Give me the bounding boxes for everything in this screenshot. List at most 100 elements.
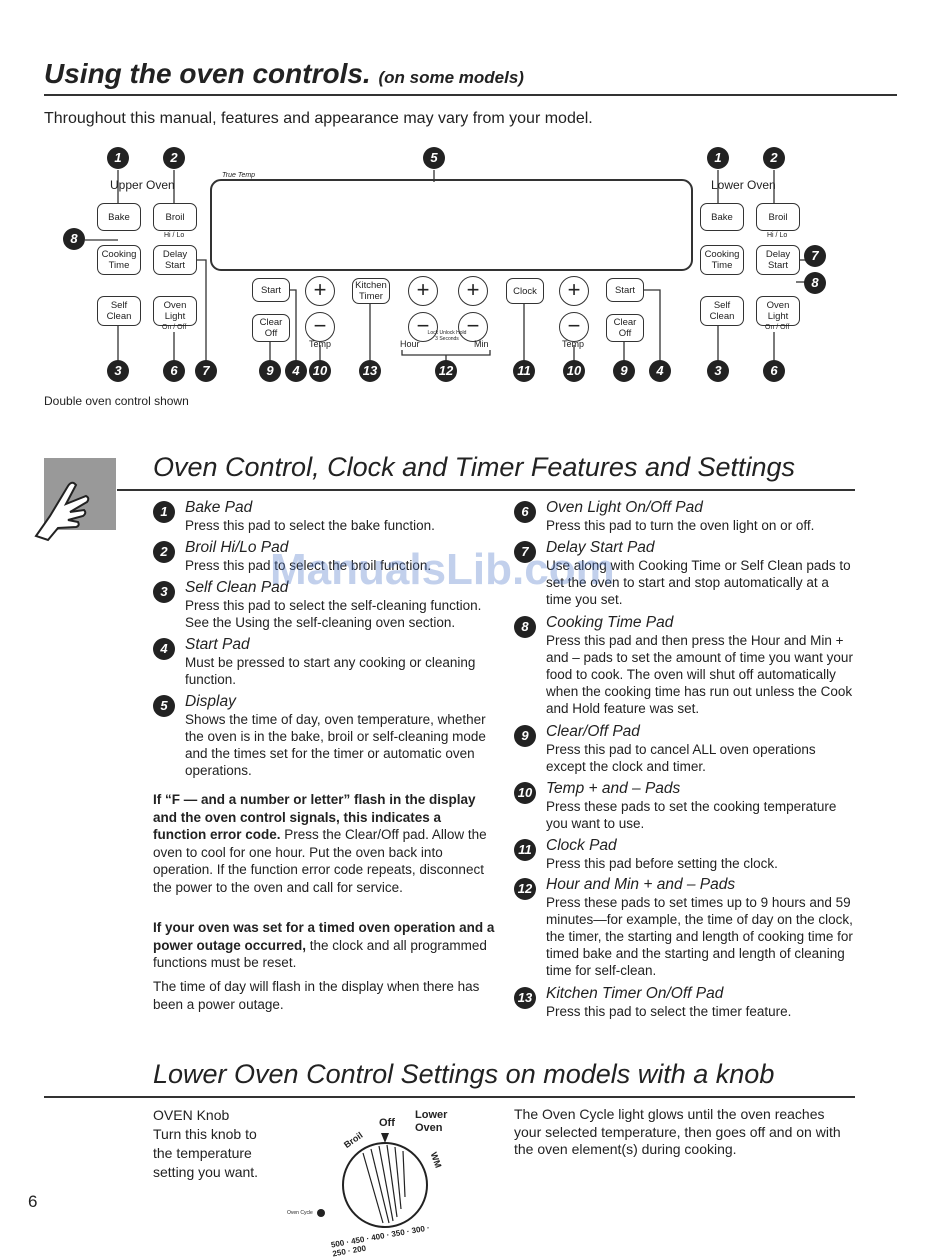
feature-number: 4 bbox=[153, 638, 175, 660]
true-temp-label: True Temp bbox=[222, 172, 256, 179]
bake-button[interactable]: Bake bbox=[97, 203, 141, 231]
feature-desc: Press this pad to turn the oven light on… bbox=[546, 518, 815, 533]
feature-number: 11 bbox=[514, 839, 536, 861]
lower-cooking-time-button[interactable]: Cooking Time bbox=[700, 245, 744, 275]
feature-title: Hour and Min + and – Pads bbox=[546, 876, 736, 893]
callout-4-lower: 4 bbox=[649, 360, 671, 382]
temp-plus-button[interactable]: + bbox=[305, 276, 335, 306]
hand-pointer-icon bbox=[34, 458, 116, 542]
hour-label: Hour bbox=[400, 339, 420, 349]
temp-minus-button[interactable]: − bbox=[305, 312, 335, 342]
min-plus-button[interactable]: + bbox=[458, 276, 488, 306]
feature-desc: Use along with Cooking Time or Self Clea… bbox=[546, 558, 851, 607]
feature-title: Clear/Off Pad bbox=[546, 723, 640, 740]
kitchen-timer-button[interactable]: Kitchen Timer bbox=[352, 278, 390, 304]
hour-plus-button[interactable]: + bbox=[408, 276, 438, 306]
knob-off-label: Off bbox=[379, 1117, 395, 1129]
page-title: Using the oven controls. (on some models… bbox=[44, 58, 524, 89]
title-note: (on some models) bbox=[378, 68, 524, 87]
feature-number: 3 bbox=[153, 581, 175, 603]
feature-desc: Press this pad to cancel ALL oven operat… bbox=[546, 742, 816, 774]
lower-temp-plus-button[interactable]: + bbox=[559, 276, 589, 306]
callout-4: 4 bbox=[285, 360, 307, 382]
lower-clear-off-button[interactable]: Clear Off bbox=[606, 314, 644, 342]
callout-3-lower: 3 bbox=[707, 360, 729, 382]
min-label: Min bbox=[474, 339, 489, 349]
oven-knob-desc: Turn this knob to the temperature settin… bbox=[153, 1126, 259, 1180]
section1-heading: Oven Control, Clock and Timer Features a… bbox=[153, 452, 796, 482]
callout-13: 13 bbox=[359, 360, 381, 382]
knob-lower-oven-label: Lower Oven bbox=[415, 1109, 448, 1134]
callout-6: 6 bbox=[163, 360, 185, 382]
feature-number: 2 bbox=[153, 541, 175, 563]
section2-rule bbox=[44, 1096, 855, 1098]
start-button[interactable]: Start bbox=[252, 278, 290, 302]
callout-11: 11 bbox=[513, 360, 535, 382]
hour-minus-button[interactable]: − bbox=[408, 312, 438, 342]
cooking-time-button[interactable]: Cooking Time bbox=[97, 245, 141, 275]
lower-broil-hilo-label: Hi / Lo bbox=[767, 232, 788, 239]
feature-desc: Must be pressed to start any cooking or … bbox=[185, 655, 476, 687]
feature-number: 8 bbox=[514, 616, 536, 638]
oven-cycle-label: Oven Cycle bbox=[287, 1210, 313, 1216]
feature-desc: Press these pads to set times up to 9 ho… bbox=[546, 895, 853, 978]
callout-2: 2 bbox=[163, 147, 185, 169]
self-clean-button[interactable]: Self Clean bbox=[97, 296, 141, 326]
callout-7-lower: 7 bbox=[804, 245, 826, 267]
feature-desc: Press this pad to select the timer featu… bbox=[546, 1004, 792, 1019]
callout-1-lower: 1 bbox=[707, 147, 729, 169]
page-number: 6 bbox=[28, 1192, 38, 1211]
callout-8: 8 bbox=[63, 228, 85, 250]
power-outage-paragraph: If your oven was set for a timed oven op… bbox=[153, 919, 498, 972]
feature-title: Kitchen Timer On/Off Pad bbox=[546, 985, 724, 1002]
clear-off-button[interactable]: Clear Off bbox=[252, 314, 290, 342]
oven-knob-title: OVEN Knob bbox=[153, 1107, 230, 1123]
feature-desc: Press this pad and then press the Hour a… bbox=[546, 633, 853, 716]
oven-knob-text: OVEN Knob Turn this knob to the temperat… bbox=[153, 1106, 273, 1182]
callout-9-lower: 9 bbox=[613, 360, 635, 382]
broil-button[interactable]: Broil bbox=[153, 203, 197, 231]
lock-unlock-label: Lock Unlock Hold 3 Seconds bbox=[427, 330, 467, 342]
oven-cycle-text: The Oven Cycle light glows until the ove… bbox=[514, 1106, 841, 1157]
feature-number: 9 bbox=[514, 725, 536, 747]
lower-bake-button[interactable]: Bake bbox=[700, 203, 744, 231]
feature-title: Delay Start Pad bbox=[546, 539, 655, 556]
broil-hilo-label: Hi / Lo bbox=[164, 232, 185, 239]
time-flash-paragraph: The time of day will flash in the displa… bbox=[153, 979, 480, 1012]
feature-desc: Press these pads to set the cooking temp… bbox=[546, 799, 837, 831]
lower-broil-button[interactable]: Broil bbox=[756, 203, 800, 231]
lower-oven-label: Lower Oven bbox=[711, 178, 776, 192]
lower-start-button[interactable]: Start bbox=[606, 278, 644, 302]
callout-6-lower: 6 bbox=[763, 360, 785, 382]
feature-title: Display bbox=[185, 693, 236, 710]
section2-heading: Lower Oven Control Settings on models wi… bbox=[153, 1059, 775, 1089]
section1-rule bbox=[117, 489, 855, 491]
error-code-paragraph: If “F — and a number or letter” flash in… bbox=[153, 791, 498, 896]
lower-temp-minus-button[interactable]: − bbox=[559, 312, 589, 342]
lower-delay-start-button[interactable]: Delay Start bbox=[756, 245, 800, 275]
lower-oven-light-button[interactable]: Oven Light bbox=[756, 296, 800, 326]
oven-knob[interactable] bbox=[285, 1105, 455, 1240]
watermark: ManualsLib.com bbox=[270, 545, 615, 594]
temp-label: Temp bbox=[309, 339, 332, 349]
min-minus-button[interactable]: − bbox=[458, 312, 488, 342]
callout-10-lower: 10 bbox=[563, 360, 585, 382]
feature-title: Broil Hi/Lo Pad bbox=[185, 539, 289, 556]
delay-start-button[interactable]: Delay Start bbox=[153, 245, 197, 275]
oven-light-button[interactable]: Oven Light bbox=[153, 296, 197, 326]
diagram-caption: Double oven control shown bbox=[44, 394, 189, 408]
lower-self-clean-button[interactable]: Self Clean bbox=[700, 296, 744, 326]
clock-button[interactable]: Clock bbox=[506, 278, 544, 304]
callout-12: 12 bbox=[435, 360, 457, 382]
feature-desc: Press this pad to select the broil funct… bbox=[185, 558, 432, 573]
